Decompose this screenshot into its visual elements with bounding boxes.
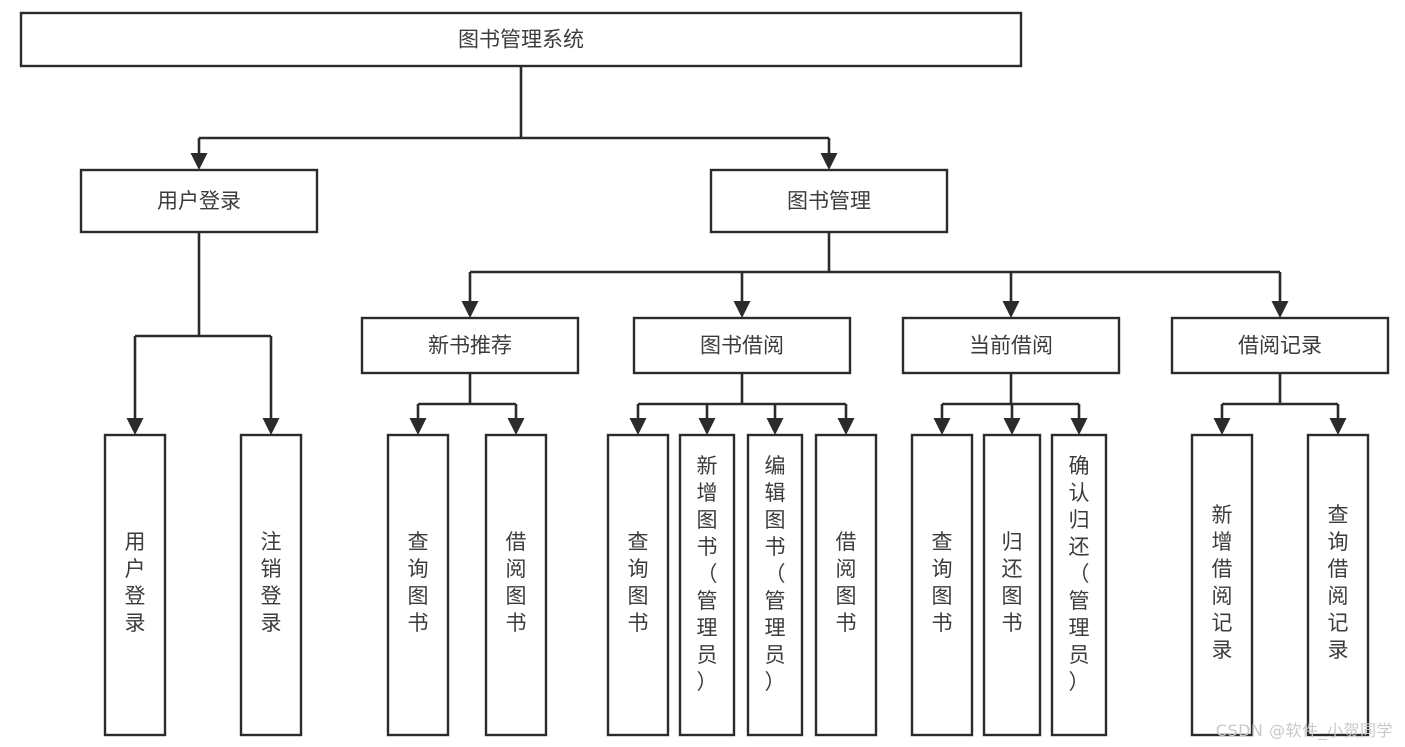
- node-book-manage-label: 图书管理: [787, 189, 871, 213]
- leaf-query-borrow-record-label: 查询借阅记录: [1328, 503, 1349, 662]
- leaf-user-login-do-label: 用户登录: [125, 530, 146, 635]
- node-current-borrow-label: 当前借阅: [969, 334, 1053, 358]
- leaf-return-book[interactable]: 归还图书: [982, 433, 1042, 737]
- node-root[interactable]: 图书管理系统: [19, 11, 1023, 68]
- leaf-add-book-admin[interactable]: 新增图书（管理员）: [678, 433, 736, 737]
- node-user-login-box[interactable]: [79, 168, 319, 234]
- leaf-user-logout-label: 注销登录: [261, 530, 282, 635]
- node-book-manage[interactable]: 图书管理: [709, 168, 949, 234]
- book-borrow-child-1-arrowhead: [698, 418, 716, 435]
- leaf-add-borrow-record-label: 新增借阅记录: [1212, 503, 1233, 662]
- node-book-borrow-box[interactable]: [632, 316, 852, 375]
- leaf-confirm-return-admin[interactable]: 确认归还（管理员）: [1050, 433, 1108, 737]
- node-current-borrow[interactable]: 当前借阅: [901, 316, 1121, 375]
- node-book-manage-box[interactable]: [709, 168, 949, 234]
- node-new-book-recommend-box[interactable]: [360, 316, 580, 375]
- book-manage-child-3-arrowhead: [1271, 301, 1289, 318]
- leaf-add-book-admin-label: 新增图书（管理员）: [697, 454, 718, 694]
- node-book-borrow[interactable]: 图书借阅: [632, 316, 852, 375]
- leaf-confirm-return-admin-label: 确认归还（管理员）: [1069, 454, 1090, 694]
- current-borrow-child-2-arrowhead: [1070, 418, 1088, 435]
- leaf-borrow-book-1[interactable]: 借阅图书: [484, 433, 548, 737]
- node-borrow-records-label: 借阅记录: [1238, 334, 1322, 358]
- book-manage-child-1-arrowhead: [733, 301, 751, 318]
- node-user-login[interactable]: 用户登录: [79, 168, 319, 234]
- book-manage-child-0-arrowhead: [461, 301, 479, 318]
- leaf-query-book-3-label: 查询图书: [932, 530, 953, 635]
- leaf-query-book-2-label: 查询图书: [628, 530, 649, 635]
- node-current-borrow-box[interactable]: [901, 316, 1121, 375]
- book-borrow-child-0-arrowhead: [629, 418, 647, 435]
- leaf-borrow-book-2-label: 借阅图书: [836, 530, 857, 635]
- leaf-query-book-3[interactable]: 查询图书: [910, 433, 974, 737]
- leaf-query-book-3-box[interactable]: [910, 433, 974, 737]
- new-book-recommend-child-0-arrowhead: [409, 418, 427, 435]
- node-borrow-records-box[interactable]: [1170, 316, 1390, 375]
- leaf-add-book-admin-box[interactable]: [678, 433, 736, 737]
- leaf-edit-book-admin[interactable]: 编辑图书（管理员）: [746, 433, 804, 737]
- current-borrow-child-0-arrowhead: [933, 418, 951, 435]
- book-borrow-child-3-arrowhead: [837, 418, 855, 435]
- leaf-borrow-book-2[interactable]: 借阅图书: [814, 433, 878, 737]
- node-root-box[interactable]: [19, 11, 1023, 68]
- leaf-user-login-do-box[interactable]: [103, 433, 167, 737]
- user-login-child-0-arrowhead: [126, 418, 144, 435]
- node-user-login-label: 用户登录: [157, 189, 241, 213]
- leaf-edit-book-admin-label: 编辑图书（管理员）: [765, 454, 786, 694]
- book-borrow-child-2-arrowhead: [766, 418, 784, 435]
- leaf-confirm-return-admin-box[interactable]: [1050, 433, 1108, 737]
- user-login-child-1-arrowhead: [262, 418, 280, 435]
- leaf-query-book-2[interactable]: 查询图书: [606, 433, 670, 737]
- leaf-query-book-2-box[interactable]: [606, 433, 670, 737]
- leaf-borrow-book-1-label: 借阅图书: [506, 530, 527, 635]
- node-book-borrow-label: 图书借阅: [700, 334, 784, 358]
- borrow-records-child-0-arrowhead: [1213, 418, 1231, 435]
- leaf-add-borrow-record-box[interactable]: [1190, 433, 1254, 737]
- watermark-text: CSDN @软件_小贺同学: [1215, 721, 1393, 740]
- borrow-records-child-1-arrowhead: [1329, 418, 1347, 435]
- node-new-book-recommend-label: 新书推荐: [428, 334, 512, 358]
- node-root-label: 图书管理系统: [458, 28, 584, 52]
- leaf-query-book-1-box[interactable]: [386, 433, 450, 737]
- leaf-return-book-label: 归还图书: [1002, 530, 1023, 635]
- leaf-borrow-book-1-box[interactable]: [484, 433, 548, 737]
- root-to-book-manage-arrowhead: [820, 153, 838, 170]
- leaf-query-borrow-record[interactable]: 查询借阅记录: [1306, 433, 1370, 737]
- leaf-query-book-1-label: 查询图书: [408, 530, 429, 635]
- leaf-user-logout-box[interactable]: [239, 433, 303, 737]
- leaf-return-book-box[interactable]: [982, 433, 1042, 737]
- node-new-book-recommend[interactable]: 新书推荐: [360, 316, 580, 375]
- node-borrow-records[interactable]: 借阅记录: [1170, 316, 1390, 375]
- book-manage-child-2-arrowhead: [1002, 301, 1020, 318]
- leaf-edit-book-admin-box[interactable]: [746, 433, 804, 737]
- root-to-user-login-arrowhead: [190, 153, 208, 170]
- current-borrow-child-1-arrowhead: [1003, 418, 1021, 435]
- leaf-query-borrow-record-box[interactable]: [1306, 433, 1370, 737]
- leaf-query-book-1[interactable]: 查询图书: [386, 433, 450, 737]
- leaf-user-login-do[interactable]: 用户登录: [103, 433, 167, 737]
- leaf-borrow-book-2-box[interactable]: [814, 433, 878, 737]
- new-book-recommend-child-1-arrowhead: [507, 418, 525, 435]
- leaf-user-logout[interactable]: 注销登录: [239, 433, 303, 737]
- leaf-add-borrow-record[interactable]: 新增借阅记录: [1190, 433, 1254, 737]
